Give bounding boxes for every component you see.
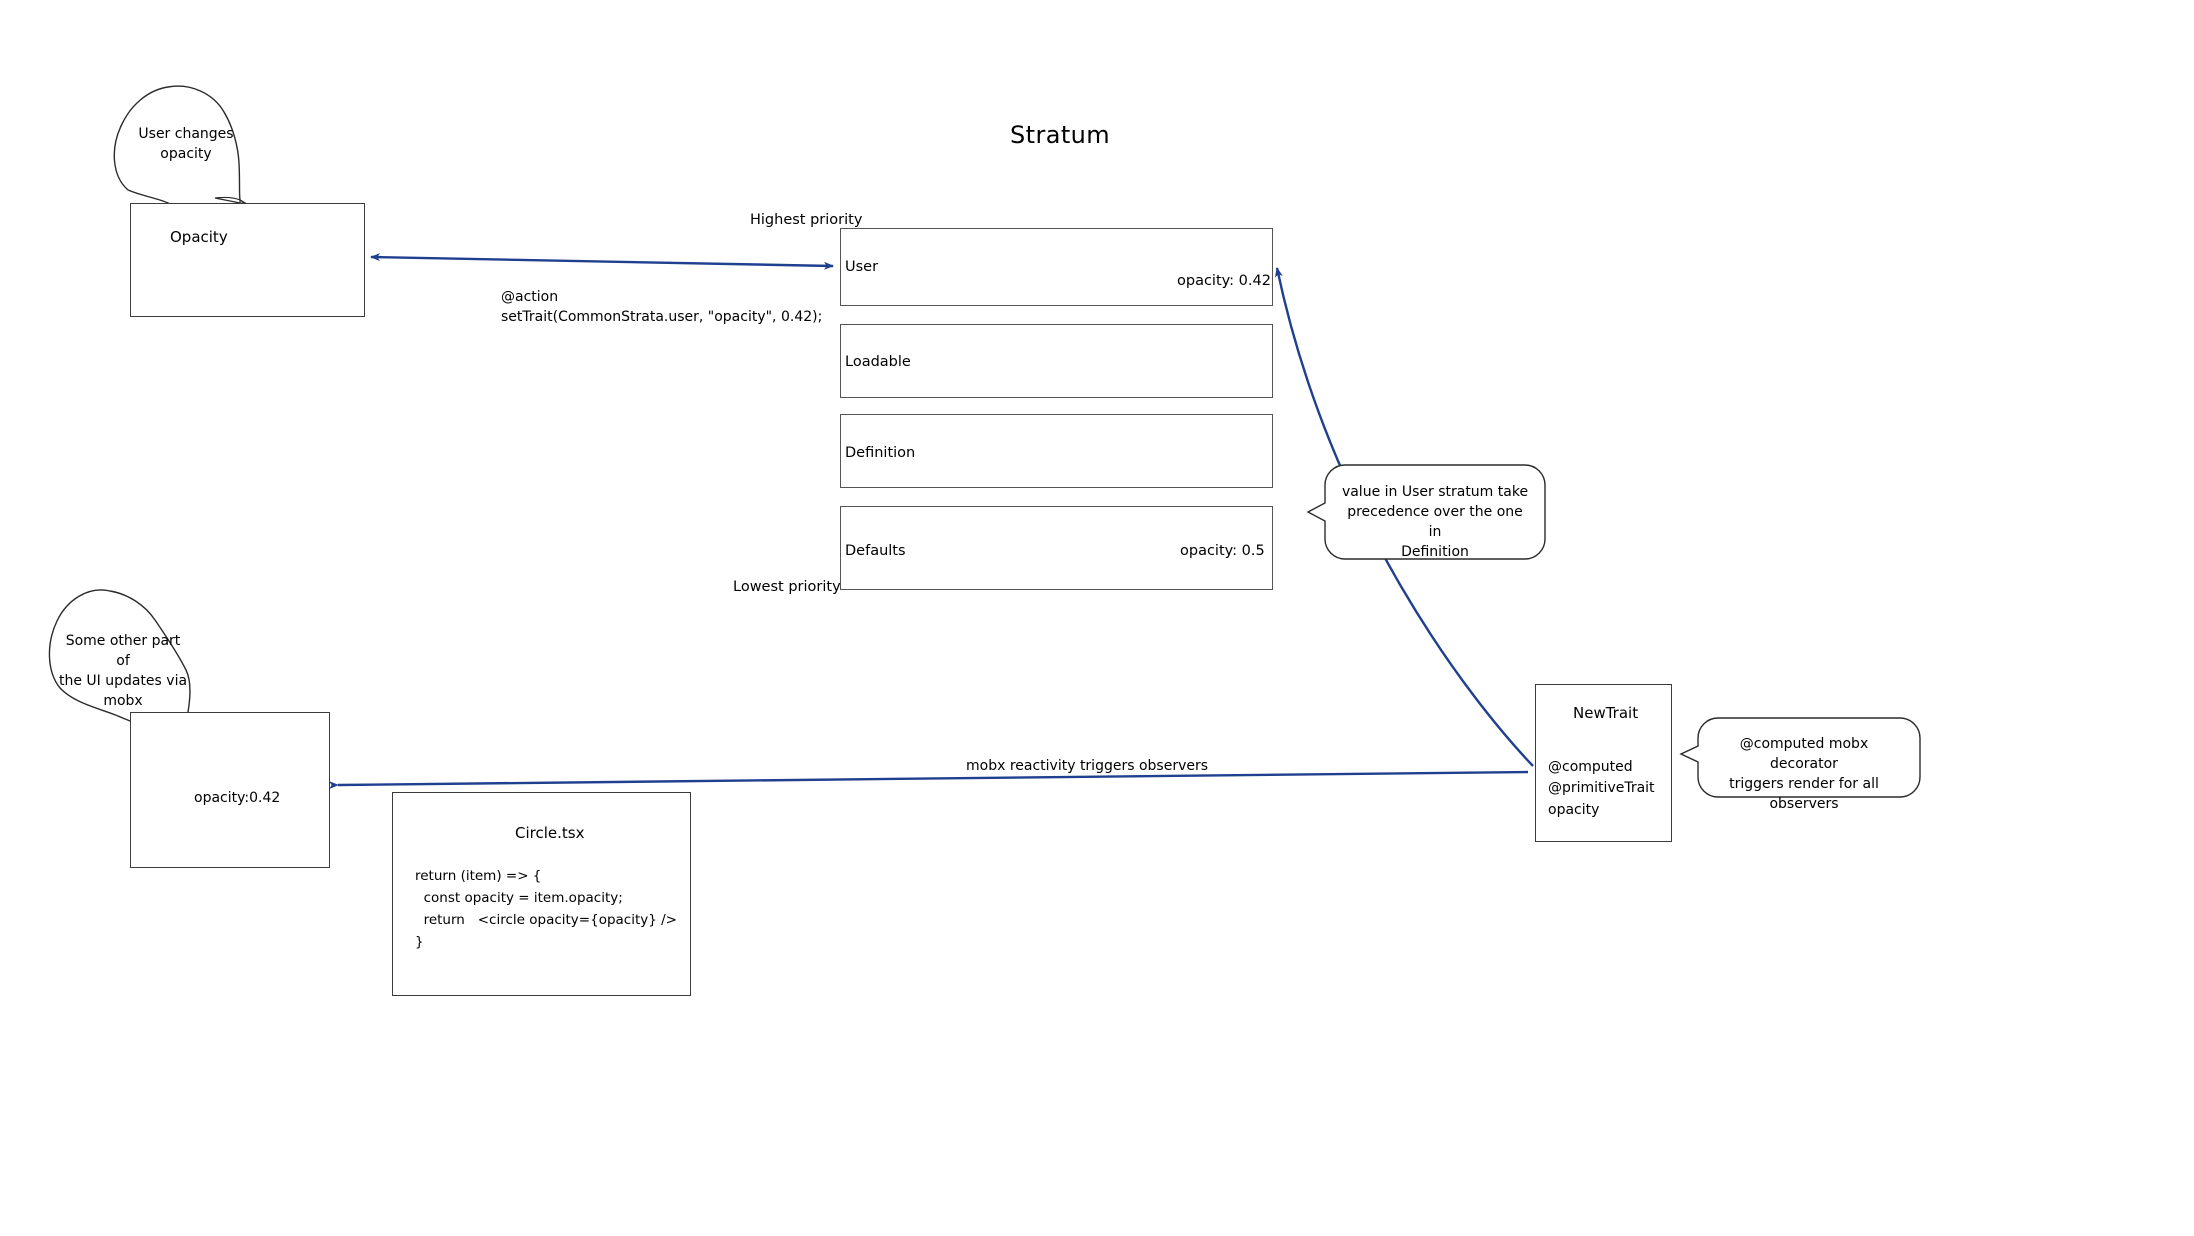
callout-precedence-label: value in User stratum take precedence ov… [1341, 484, 1529, 560]
stratum-label-definition: Definition [845, 445, 916, 461]
mobx-reactivity-label: mobx reactivity triggers observers [966, 758, 1209, 774]
stratum-value-user: opacity: 0.42 [1177, 273, 1271, 289]
stratum-box-loadable[interactable] [840, 324, 1273, 398]
stratum-label-user: User [845, 259, 879, 275]
circle-opacity-label: opacity:0.42 [194, 790, 281, 806]
callout-computed-decorator-label: @computed mobx decorator triggers render… [1729, 736, 1879, 812]
page-title: Stratum [1010, 121, 1111, 149]
stratum-value-defaults: opacity: 0.5 [1180, 543, 1265, 559]
newtrait-panel [1535, 684, 1672, 842]
circle-tsx-title: Circle.tsx [515, 824, 585, 842]
action-settrait-label: @action setTrait(CommonStrata.user, "opa… [501, 289, 823, 325]
circle-tsx-panel [392, 792, 691, 996]
stratum-box-user[interactable] [840, 228, 1273, 306]
callout-other-ui-label: Some other part of the UI updates via mo… [58, 633, 188, 709]
opacity-panel[interactable] [130, 203, 365, 317]
stratum-label-loadable: Loadable [845, 354, 911, 370]
arrow-opacity-to-user-stratum [370, 253, 834, 270]
circle-tsx-code: return (item) => { const opacity = item.… [415, 868, 677, 950]
arrow-newtrait-to-circle-panel [328, 770, 1529, 790]
lowest-priority-label: Lowest priority [733, 579, 841, 595]
stratum-label-defaults: Defaults [845, 543, 906, 559]
highest-priority-label: Highest priority [750, 212, 863, 228]
opacity-panel-title: Opacity [170, 228, 228, 246]
circle-render-panel [130, 712, 330, 868]
newtrait-body: @computed @primitiveTrait opacity [1548, 759, 1655, 818]
newtrait-title: NewTrait [1573, 704, 1639, 722]
stratum-box-defaults[interactable] [840, 506, 1273, 590]
stratum-box-definition[interactable] [840, 414, 1273, 488]
callout-user-changes-label: User changes opacity [138, 126, 234, 162]
